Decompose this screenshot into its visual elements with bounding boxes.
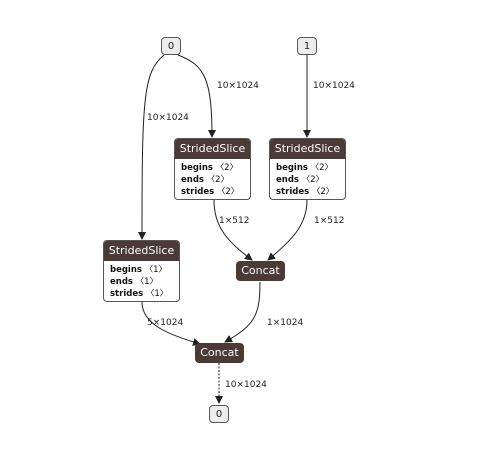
- input-node-0[interactable]: 0: [161, 37, 181, 55]
- node-title: StridedSlice: [175, 139, 250, 159]
- edge-label-concat0-concat1: 1×1024: [267, 318, 304, 328]
- edge-label-concat1-out: 10×1024: [225, 380, 267, 390]
- edge-label-slice0-concat0: 1×512: [219, 216, 250, 226]
- attr-begins: begins 〈2〉: [181, 163, 239, 173]
- attr-begins: begins 〈2〉: [276, 163, 334, 173]
- node-title: StridedSlice: [270, 139, 345, 159]
- edge-in0-slice2: [138, 54, 165, 240]
- attr-strides: strides 〈1〉: [110, 289, 169, 299]
- edge-slice0-concat0: [213, 199, 253, 261]
- input-node-1[interactable]: 1: [297, 37, 317, 55]
- strided-slice-node-0[interactable]: StridedSlice begins 〈2〉 ends 〈2〉 strides…: [174, 138, 251, 200]
- attr-ends: ends 〈2〉: [276, 175, 325, 185]
- concat-node-1[interactable]: Concat: [195, 343, 244, 363]
- edge-label-in1-slice1: 10×1024: [313, 81, 355, 91]
- edge-label-slice1-concat0: 1×512: [314, 216, 345, 226]
- edge-slice1-concat0: [267, 199, 308, 261]
- attr-ends: ends 〈1〉: [110, 277, 159, 287]
- attr-strides: strides 〈2〉: [181, 187, 240, 197]
- edge-label-in0-slice0: 10×1024: [217, 81, 259, 91]
- node-title: StridedSlice: [104, 241, 179, 261]
- edge-concat0-concat1: [224, 281, 261, 343]
- edge-slice2-concat1: [141, 301, 201, 346]
- attr-strides: strides 〈2〉: [276, 187, 335, 197]
- concat-node-0[interactable]: Concat: [236, 261, 285, 281]
- output-node-0[interactable]: 0: [209, 405, 229, 423]
- edge-in0-slice0: [177, 54, 216, 138]
- attr-ends: ends 〈2〉: [181, 175, 230, 185]
- attr-begins: begins 〈1〉: [110, 265, 168, 275]
- edge-label-slice2-concat1: 5×1024: [147, 318, 184, 328]
- strided-slice-node-2[interactable]: StridedSlice begins 〈1〉 ends 〈1〉 strides…: [103, 240, 180, 302]
- edge-label-in0-slice2: 10×1024: [147, 113, 189, 123]
- strided-slice-node-1[interactable]: StridedSlice begins 〈2〉 ends 〈2〉 strides…: [269, 138, 346, 200]
